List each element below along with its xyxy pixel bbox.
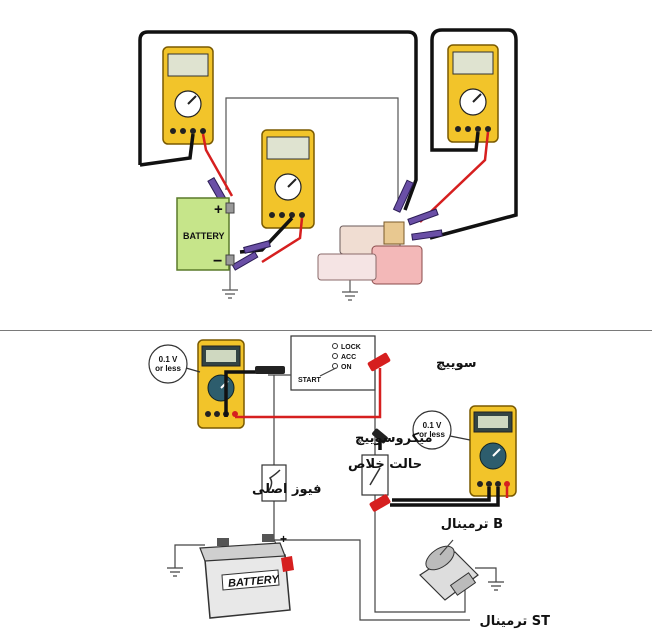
label-microswitch-line2: حالت خلاص: [348, 457, 422, 472]
probe-b-black: [372, 428, 388, 444]
multimeter-2: [261, 129, 315, 229]
black-lead-loop-left: [138, 30, 418, 211]
meter-3-red-lead: [419, 131, 490, 223]
starter-motor-bottom: [419, 545, 479, 601]
neutral-microswitch: [361, 454, 389, 496]
switch-pos-lock: LOCK: [341, 344, 361, 351]
probe-3c: [411, 229, 443, 241]
switch-pos-acc: ACC: [341, 354, 356, 361]
wire-battery-to-b: [274, 539, 470, 621]
bottom-diagram: LOCK ACC ON START: [148, 335, 550, 629]
ground-starter-bottom: [475, 567, 504, 591]
probe-3a: [392, 179, 415, 213]
top-diagram: + BATTERY −: [138, 28, 518, 301]
main-fuse: [261, 464, 287, 502]
top-panel: + BATTERY −: [0, 28, 652, 331]
meter-2-red-lead: [261, 217, 304, 264]
wire-micro-to-st: [374, 495, 466, 613]
battery-minus-sign: −: [213, 253, 222, 270]
switch-pos-on: ON: [341, 364, 352, 371]
probe-3b: [407, 208, 439, 226]
callout-right-line2: or less: [419, 430, 445, 439]
callout-left-line1: 0.1 V: [159, 355, 178, 364]
meter-a-red-lead: [235, 368, 382, 419]
label-switch: سوییچ: [436, 356, 477, 371]
battery-label-bottom: BATTERY: [228, 573, 281, 590]
multimeter-b: [469, 405, 517, 497]
battery-positive-cable: [225, 97, 399, 200]
callout-left: [148, 344, 201, 384]
probe-2b: [231, 251, 259, 271]
label-terminal-b: ترمینال B: [441, 517, 503, 532]
ground-symbol-battery: [222, 289, 238, 299]
callout-right: [412, 410, 471, 450]
battery-plus-sign: +: [214, 201, 223, 218]
meter-b-black-lead: [392, 487, 491, 502]
meter-3-black-lead: [438, 131, 480, 152]
probe-2a: [243, 240, 271, 254]
probe-a-black: [255, 366, 285, 374]
black-lead-loop-right: [429, 28, 518, 240]
multimeter-3: [447, 44, 499, 143]
ground-symbol-starter: [342, 280, 358, 301]
meter-1-red-lead: [201, 133, 234, 197]
multimeter-a: [197, 339, 245, 429]
meter-a-black-lead: [224, 370, 260, 417]
label-microswitch-line1: میکروسوییچ: [355, 431, 433, 446]
probe-b-red: [369, 494, 391, 512]
callout-left-line2: or less: [155, 364, 181, 373]
label-main-fuse: فیوز اصلی: [252, 482, 321, 497]
starter-motor: [317, 221, 423, 285]
battery-top: [176, 197, 235, 271]
meter-1-black-lead: [139, 133, 195, 167]
multimeter-1: [162, 46, 214, 145]
label-terminal-st: ترمینال ST: [479, 614, 550, 629]
bottom-panel: LOCK ACC ON START: [0, 331, 652, 632]
switch-pos-start: START: [298, 377, 322, 384]
probe-a-red: [367, 352, 391, 372]
battery-plus-bottom: +: [280, 532, 287, 546]
callout-right-line1: 0.1 V: [423, 421, 442, 430]
battery-bottom: [199, 534, 294, 619]
battery-label-top: BATTERY: [183, 231, 225, 241]
ground-battery-bottom: [167, 544, 205, 577]
